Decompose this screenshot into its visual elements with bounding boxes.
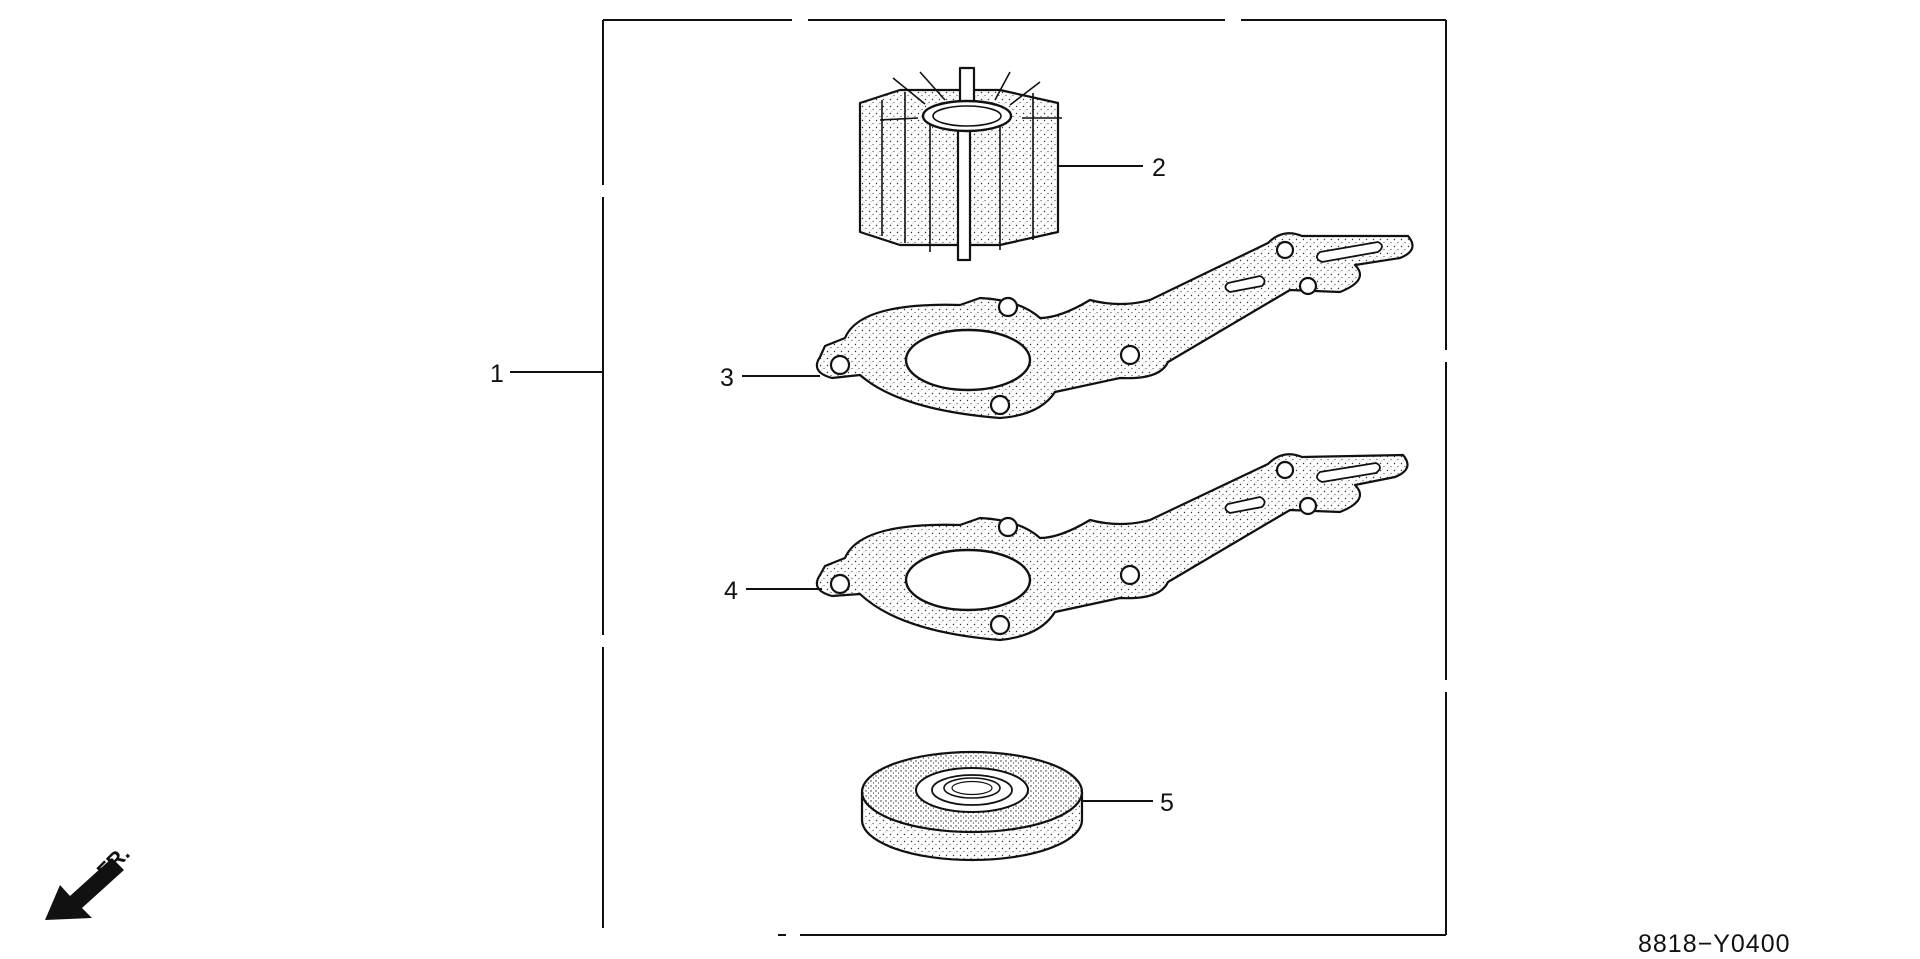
oil-seal (860, 750, 1084, 862)
gasket-lower (815, 453, 1409, 642)
callout-1: 1 (490, 360, 504, 388)
callout-4: 4 (724, 577, 738, 605)
leader-lines (510, 165, 1153, 802)
drawing-code: 8818−Y0400 (1638, 930, 1791, 958)
callout-2: 2 (1152, 154, 1166, 182)
kit-frame (602, 19, 1447, 936)
arrow-icon (45, 858, 124, 920)
gasket-upper (815, 232, 1414, 420)
callout-5: 5 (1160, 789, 1174, 817)
impeller (858, 66, 1062, 262)
callout-3: 3 (720, 364, 734, 392)
front-direction-arrow: FR. (45, 841, 135, 920)
